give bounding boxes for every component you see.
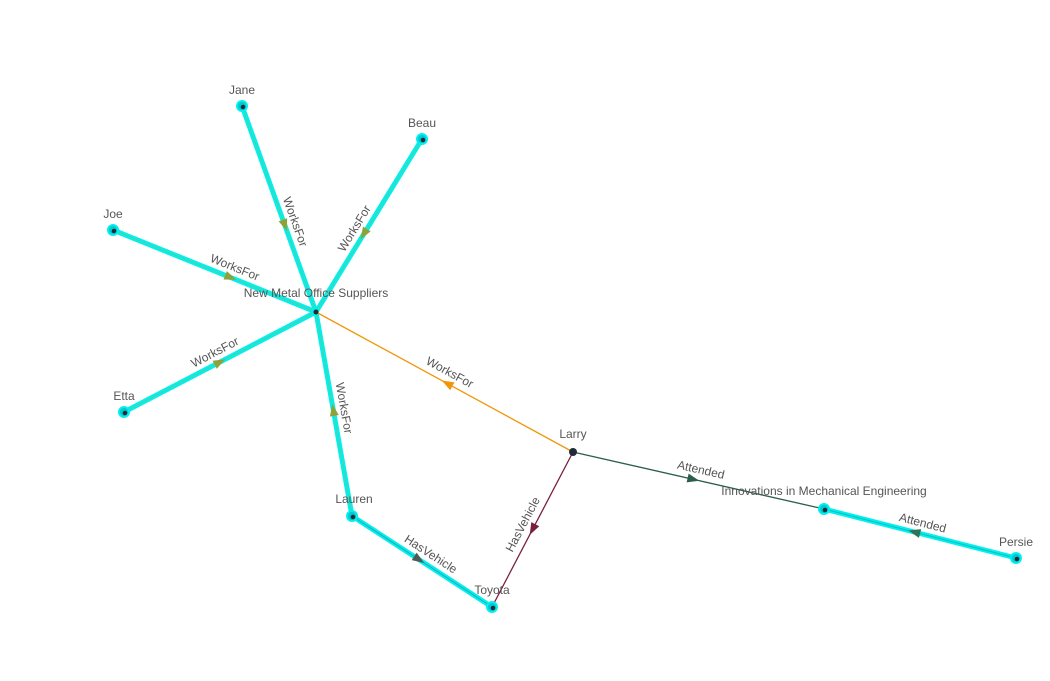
edge-arrow-e-lauren — [329, 404, 339, 417]
edge-e-beau[interactable] — [315, 138, 423, 313]
node-etta[interactable] — [118, 406, 130, 418]
node-dot-persie — [1014, 556, 1020, 562]
edge-highlight-e-beau — [313, 136, 425, 315]
node-label-beau: Beau — [408, 116, 436, 130]
node-joe[interactable] — [107, 224, 119, 236]
edge-arrow-e-etta — [212, 359, 226, 369]
node-dot-toyota — [490, 605, 496, 611]
node-dot-larry — [569, 448, 577, 456]
edge-arrow-e-jane — [278, 218, 288, 232]
edge-label-e-lyv: HasVehicle — [503, 494, 543, 554]
node-label-persie: Persie — [999, 535, 1033, 549]
edge-e-joe[interactable] — [112, 229, 317, 313]
node-dot-imech — [822, 507, 828, 513]
node-jane[interactable] — [236, 100, 248, 112]
node-label-nmos: New Metal Office Suppliers — [244, 286, 389, 300]
node-dot-joe — [111, 228, 117, 234]
node-label-etta: Etta — [113, 389, 135, 403]
node-label-lauren: Lauren — [335, 492, 372, 506]
edge-e-jane[interactable] — [241, 105, 317, 313]
node-larry[interactable] — [569, 448, 577, 456]
edges-layer — [110, 103, 1019, 610]
node-dot-etta — [122, 410, 128, 416]
node-label-joe: Joe — [103, 207, 123, 221]
edge-label-e-la: Attended — [676, 458, 726, 482]
edge-arrow-e-lv — [411, 552, 425, 563]
node-dot-beau — [420, 137, 426, 143]
edge-arrow-e-lyv — [529, 522, 540, 535]
node-label-larry: Larry — [559, 427, 586, 441]
node-label-toyota: Toyota — [474, 583, 510, 597]
edge-arrow-e-la — [686, 473, 700, 483]
edge-arrow-e-pa — [908, 529, 922, 538]
node-dot-lauren — [350, 514, 356, 520]
node-persie[interactable] — [1010, 552, 1022, 564]
edge-highlight-e-joe — [110, 227, 319, 315]
node-toyota[interactable] — [486, 601, 498, 613]
node-dot-nmos — [313, 309, 319, 315]
edge-highlight-e-jane — [239, 103, 319, 315]
node-beau[interactable] — [416, 133, 428, 145]
node-label-jane: Jane — [229, 83, 255, 97]
edge-arrow-e-joe — [223, 271, 237, 280]
edge-arrow-e-beau — [360, 226, 371, 240]
node-label-imech: Innovations in Mechanical Engineering — [721, 484, 926, 498]
nodes-layer — [107, 100, 1022, 613]
node-nmos[interactable] — [313, 309, 319, 315]
edge-arrow-e-larry — [441, 380, 455, 391]
node-imech[interactable] — [818, 503, 830, 515]
node-dot-jane — [240, 104, 246, 110]
node-lauren[interactable] — [346, 510, 358, 522]
